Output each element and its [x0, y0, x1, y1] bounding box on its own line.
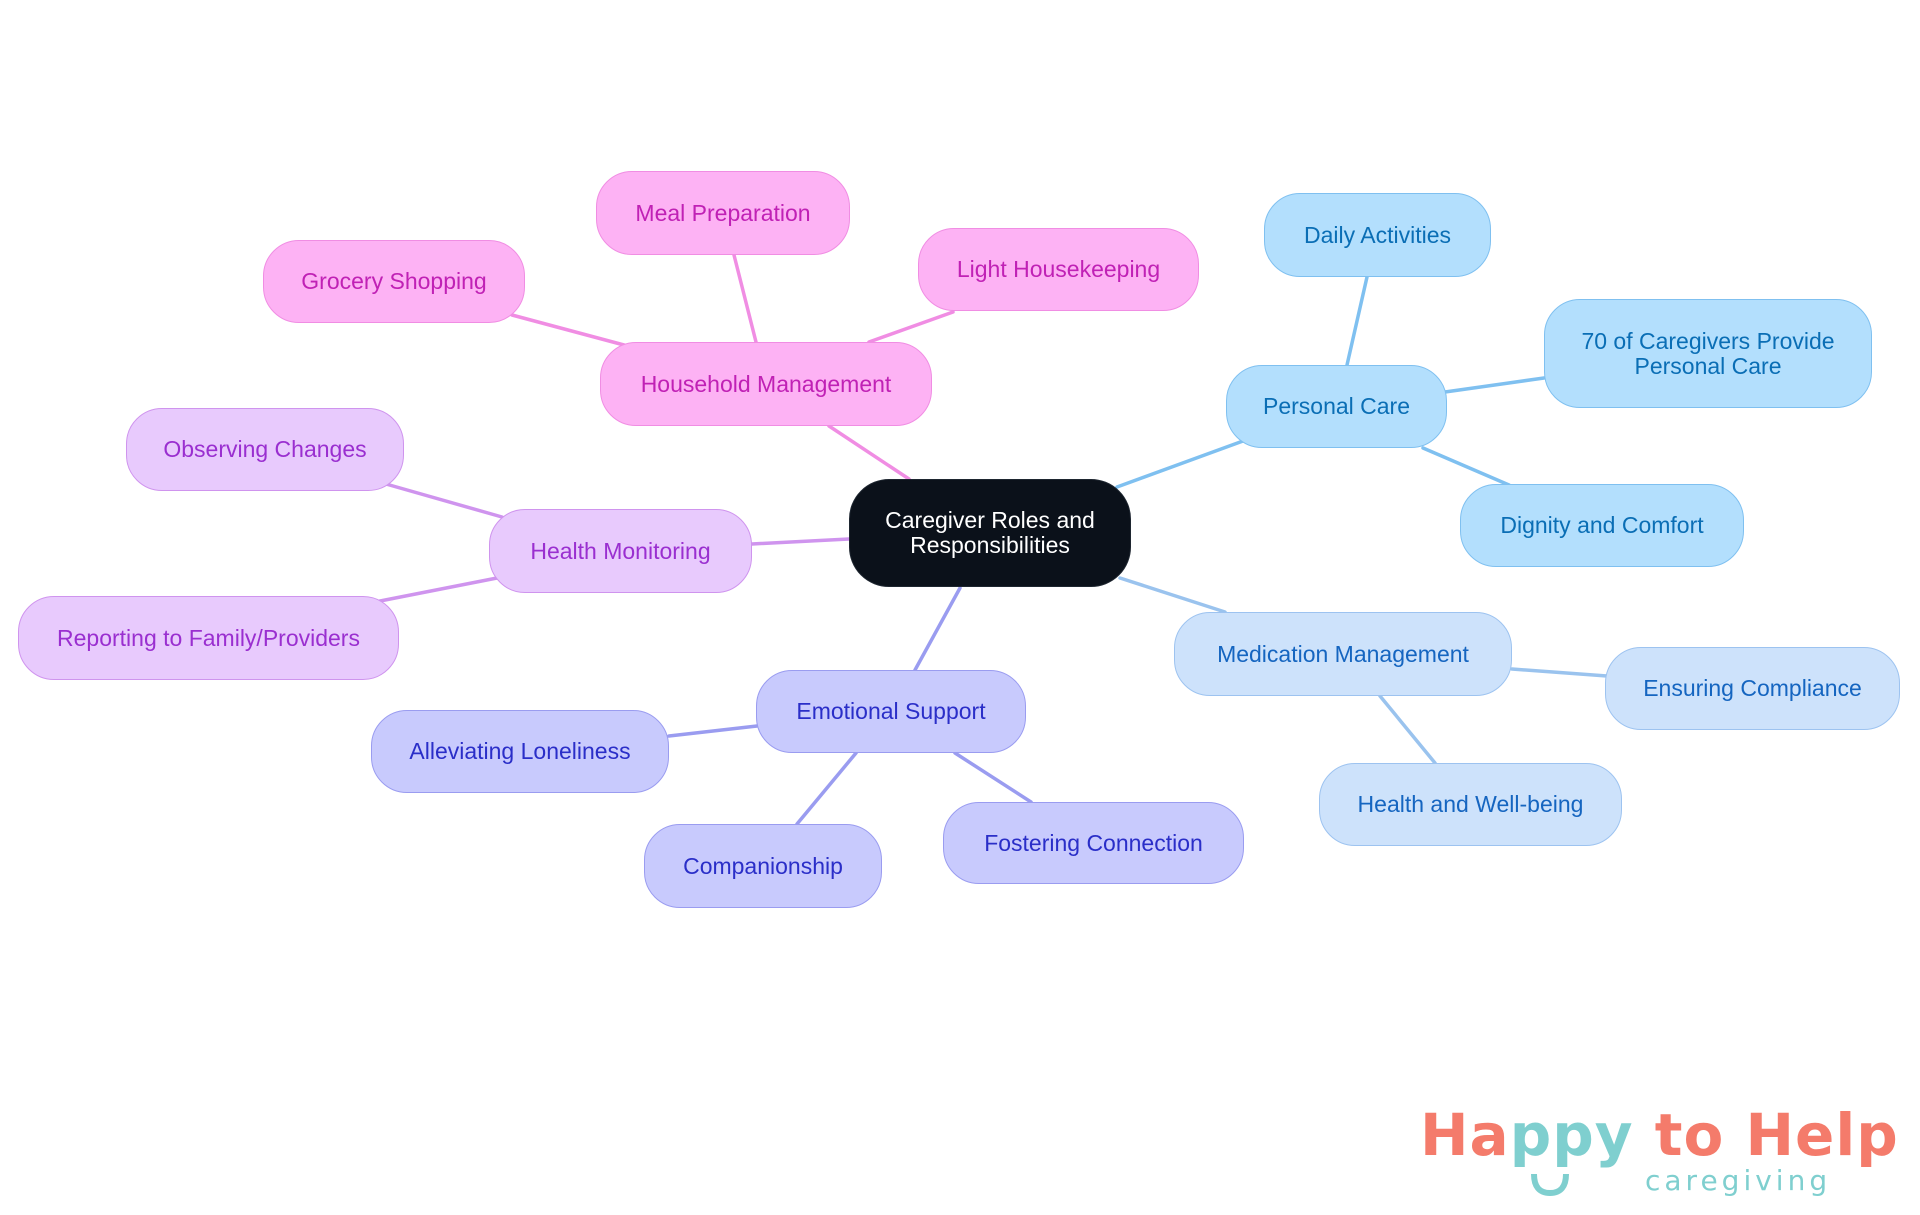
node-label: Observing Changes: [163, 436, 367, 462]
edge-personal-care-dignity: [1421, 446, 1511, 487]
node-light-housekeeping[interactable]: Light Housekeeping: [918, 228, 1199, 311]
node-health-monitoring[interactable]: Health Monitoring: [489, 509, 752, 593]
node-label: Dignity and Comfort: [1500, 512, 1704, 538]
node-emotional-support[interactable]: Emotional Support: [756, 670, 1026, 753]
node-label: Companionship: [683, 852, 843, 879]
logo-text-to-help: to Help: [1633, 1101, 1899, 1169]
logo-text-ha: Ha: [1420, 1101, 1510, 1169]
edge-household-light-housekeeping: [867, 310, 955, 344]
edge-center-health-monitoring: [750, 537, 851, 546]
edge-center-medication: [1118, 576, 1227, 614]
node-label: Meal Preparation: [635, 199, 811, 226]
center-node-line1: Caregiver Roles and: [885, 507, 1095, 533]
node-label: Personal Care: [1262, 393, 1411, 419]
edge-health-reporting: [378, 576, 499, 603]
node-household-management[interactable]: Household Management: [600, 342, 932, 426]
node-label: Health and Well-being: [1357, 791, 1584, 817]
node-daily-activities[interactable]: Daily Activities: [1264, 193, 1491, 277]
center-node[interactable]: Caregiver Roles and Responsibilities: [849, 479, 1131, 587]
node-medication-management[interactable]: Medication Management: [1174, 612, 1512, 696]
edge-center-emotional: [913, 586, 962, 672]
edge-household-grocery: [510, 313, 626, 347]
node-reporting-to-family-providers[interactable]: Reporting to Family/Providers: [18, 596, 399, 680]
edge-emotional-alleviating: [667, 724, 759, 738]
logo-text-ppy: ppy: [1509, 1101, 1634, 1169]
node-label: Household Management: [640, 370, 892, 397]
emotional-edges: [667, 586, 1033, 826]
node-label: Daily Activities: [1304, 221, 1451, 248]
node-personal-care[interactable]: Personal Care: [1226, 365, 1447, 448]
edge-personal-care-daily-activities: [1345, 275, 1369, 367]
smile-icon: [1531, 1173, 1569, 1196]
health-monitoring-edges: [378, 482, 851, 603]
center-node-line2: Responsibilities: [910, 532, 1070, 558]
node-label: Health Monitoring: [530, 537, 711, 564]
node-ensuring-compliance[interactable]: Ensuring Compliance: [1605, 647, 1900, 730]
medication-edges: [1118, 576, 1609, 765]
node-label: Reporting to Family/Providers: [57, 624, 360, 651]
edge-emotional-companionship: [795, 751, 858, 826]
node-label: Grocery Shopping: [301, 268, 487, 294]
edge-center-household: [827, 424, 911, 481]
edge-medication-health-wellbeing: [1378, 694, 1437, 765]
node-grocery-shopping[interactable]: Grocery Shopping: [263, 240, 525, 323]
edge-household-meal: [732, 253, 758, 344]
edge-health-observing: [384, 482, 504, 519]
node-label-line2: Personal Care: [1634, 352, 1782, 379]
node-alleviating-loneliness[interactable]: Alleviating Loneliness: [371, 710, 669, 793]
edge-medication-ensuring-compliance: [1510, 667, 1609, 678]
node-dignity-and-comfort[interactable]: Dignity and Comfort: [1460, 484, 1744, 567]
node-meal-preparation[interactable]: Meal Preparation: [596, 171, 850, 255]
logo-subtitle: caregiving: [1645, 1164, 1832, 1197]
node-70-caregivers-personal-care[interactable]: 70 of Caregivers Provide Personal Care: [1544, 299, 1872, 408]
node-observing-changes[interactable]: Observing Changes: [126, 408, 404, 491]
node-fostering-connection[interactable]: Fostering Connection: [943, 802, 1244, 884]
personal-care-edges: [1115, 275, 1546, 489]
happy-to-help-logo: Happy to Help caregiving: [1420, 1100, 1898, 1210]
household-edges: [510, 253, 955, 481]
node-label-line1: 70 of Caregivers Provide: [1581, 327, 1835, 354]
node-label: Ensuring Compliance: [1643, 675, 1862, 701]
edge-personal-care-70-percent: [1443, 376, 1546, 394]
edge-center-personal-care: [1115, 439, 1245, 489]
node-label: Alleviating Loneliness: [409, 738, 631, 764]
node-label: Emotional Support: [796, 698, 986, 724]
edge-emotional-fostering: [953, 751, 1033, 804]
node-companionship[interactable]: Companionship: [644, 824, 882, 908]
logo-wordmark: Happy to Help: [1420, 1100, 1899, 1170]
node-health-and-well-being[interactable]: Health and Well-being: [1319, 763, 1622, 846]
node-label: Fostering Connection: [984, 829, 1203, 856]
node-label: Light Housekeeping: [956, 256, 1161, 282]
node-label: Medication Management: [1217, 640, 1469, 667]
